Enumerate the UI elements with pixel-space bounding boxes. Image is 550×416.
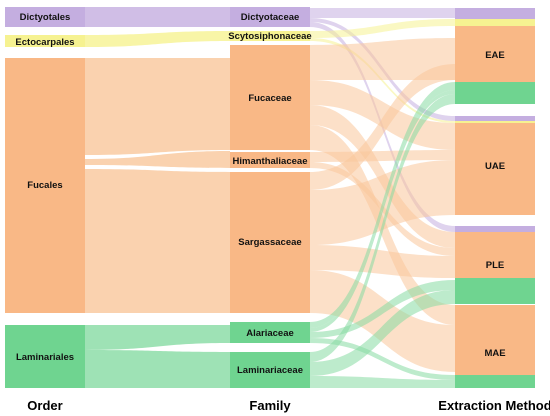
link-laminariales-alariaceae bbox=[85, 325, 230, 350]
link-fucaceae-uae bbox=[310, 80, 455, 150]
label-fucales: Fucales bbox=[27, 180, 62, 191]
label-laminariaceae: Laminariaceae bbox=[237, 365, 303, 376]
family-method-links bbox=[310, 8, 455, 388]
link-himanthaliaceae-uae bbox=[310, 150, 455, 162]
node-dictyotaceae[interactable] bbox=[230, 7, 310, 27]
link-dictyotales-dictyotaceae bbox=[85, 7, 230, 27]
label-alariaceae: Alariaceae bbox=[246, 328, 294, 339]
node-alariaceae[interactable] bbox=[230, 322, 310, 343]
node-ectocarpales[interactable] bbox=[5, 35, 85, 47]
label-uae: UAE bbox=[485, 161, 505, 172]
link-scytosiphonaceae-uae bbox=[310, 38, 455, 123]
link-dictyotaceae-eae bbox=[310, 8, 455, 18]
label-scytosiphonaceae: Scytosiphonaceae bbox=[228, 31, 311, 42]
node-himanthaliaceae[interactable] bbox=[230, 152, 310, 168]
label-ple: PLE bbox=[486, 260, 504, 271]
link-laminariaceae-ple bbox=[310, 290, 455, 376]
link-sargassaceae-mae bbox=[310, 270, 455, 372]
link-fucales-fucaceae bbox=[85, 58, 230, 155]
family-labels: Dictyotaceae Scytosiphonaceae Fucaceae H… bbox=[228, 12, 311, 376]
column-title-order: Order bbox=[27, 398, 62, 413]
method-labels: EAE UAE PLE MAE bbox=[484, 50, 505, 359]
node-mae[interactable] bbox=[455, 305, 535, 388]
label-laminariales: Laminariales bbox=[16, 352, 74, 363]
order-nodes bbox=[5, 7, 85, 388]
node-scytosiphonaceae[interactable] bbox=[230, 31, 310, 41]
link-ectocarpales-scytosiphonaceae bbox=[85, 31, 230, 47]
link-fucales-himanthaliaceae bbox=[85, 151, 230, 168]
label-mae: MAE bbox=[484, 348, 505, 359]
link-laminariales-laminariaceae bbox=[85, 350, 230, 388]
link-laminariaceae-mae bbox=[310, 376, 455, 388]
column-title-family: Family bbox=[249, 398, 291, 413]
node-laminariales[interactable] bbox=[5, 325, 85, 388]
node-uae[interactable] bbox=[455, 116, 535, 215]
node-eae[interactable] bbox=[455, 8, 535, 104]
link-alariaceae-uae bbox=[310, 90, 455, 332]
link-sargassaceae-ple bbox=[310, 245, 455, 278]
label-fucaceae: Fucaceae bbox=[248, 93, 291, 104]
order-labels: Dictyotales Ectocarpales Fucales Laminar… bbox=[15, 12, 74, 363]
node-fucaceae[interactable] bbox=[230, 45, 310, 150]
node-dictyotales[interactable] bbox=[5, 7, 85, 27]
node-sargassaceae[interactable] bbox=[230, 172, 310, 313]
node-laminariaceae[interactable] bbox=[230, 352, 310, 388]
link-alariaceae-eae bbox=[310, 82, 455, 328]
link-alariaceae-mae bbox=[310, 338, 455, 380]
label-himanthaliaceae: Himanthaliaceae bbox=[233, 156, 308, 167]
label-eae: EAE bbox=[485, 50, 505, 61]
node-fucales[interactable] bbox=[5, 58, 85, 313]
link-sargassaceae-eae bbox=[310, 64, 455, 190]
link-scytosiphonaceae-eae bbox=[310, 19, 455, 38]
column-titles: Order Family Extraction Method bbox=[27, 398, 550, 413]
label-dictyotales: Dictyotales bbox=[20, 12, 71, 23]
family-nodes bbox=[230, 7, 310, 388]
method-nodes bbox=[455, 8, 535, 388]
label-dictyotaceae: Dictyotaceae bbox=[241, 12, 300, 23]
node-ple[interactable] bbox=[455, 226, 535, 304]
link-fucales-sargassaceae bbox=[85, 169, 230, 313]
link-alariaceae-ple bbox=[310, 280, 455, 338]
link-laminariaceae-eae bbox=[310, 94, 455, 362]
link-fucaceae-eae bbox=[310, 38, 455, 80]
label-sargassaceae: Sargassaceae bbox=[238, 237, 301, 248]
order-family-links bbox=[85, 7, 230, 388]
label-ectocarpales: Ectocarpales bbox=[15, 37, 74, 48]
column-title-extraction-method: Extraction Method bbox=[438, 398, 550, 413]
